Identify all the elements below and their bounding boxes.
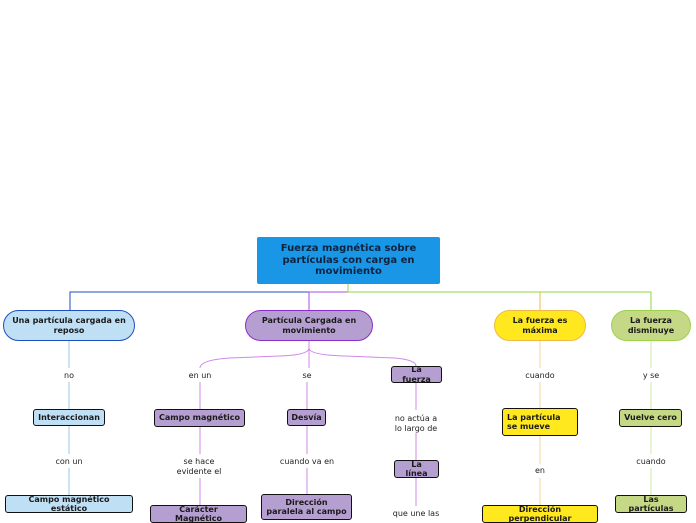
label-no: no: [64, 371, 74, 380]
link-root-movimiento: [308, 284, 349, 310]
label-que-une-las: que une las: [392, 509, 440, 518]
branch-movimiento[interactable]: Partícula Cargada en movimiento: [245, 310, 373, 341]
label-se-hace-evidente: se hace evidente el: [176, 457, 222, 476]
node-la-linea[interactable]: La línea: [394, 460, 439, 478]
root-topic[interactable]: Fuerza magnética sobre partículas con ca…: [257, 237, 440, 284]
label-cuando-maxima: cuando: [525, 371, 555, 380]
label-con-un: con un: [55, 457, 83, 466]
node-campo-magnetico[interactable]: Campo magnético: [154, 409, 245, 427]
node-direccion-paralela[interactable]: Dirección paralela al campo: [261, 494, 352, 520]
node-direccion-perpendicular[interactable]: Dirección perpendicular: [482, 505, 598, 523]
link-root-disminuye: [347, 284, 652, 310]
node-vuelve-cero[interactable]: Vuelve cero: [619, 409, 682, 427]
branch-disminuye[interactable]: La fuerza disminuye: [611, 310, 691, 341]
link-mov-enun: [199, 341, 310, 369]
node-la-fuerza[interactable]: La fuerza: [391, 365, 442, 384]
label-se: se: [302, 371, 312, 380]
node-interaccionan[interactable]: Interaccionan: [33, 409, 105, 426]
node-campo-magnetico-estatico[interactable]: Campo magnético estático: [5, 495, 133, 513]
label-cuando-va-en: cuando va en: [279, 457, 335, 466]
label-en-un: en un: [188, 371, 212, 380]
label-y-se: y se: [642, 371, 660, 380]
link-mov-fuerza: [308, 341, 417, 367]
link-root-reposo: [69, 284, 349, 310]
node-desvia[interactable]: Desvía: [287, 409, 326, 426]
branch-reposo[interactable]: Una partícula cargada en reposo: [3, 310, 135, 341]
label-cuando-disminuye: cuando: [636, 457, 666, 466]
label-en: en: [535, 466, 545, 475]
link-root-maxima: [347, 284, 541, 310]
branch-maxima[interactable]: La fuerza es máxima: [494, 310, 586, 341]
node-caracter-magnetico[interactable]: Carácter Magnético: [150, 505, 247, 523]
node-particula-se-mueve[interactable]: La partícula se mueve: [502, 408, 578, 436]
node-las-particulas[interactable]: Las partículas: [615, 495, 687, 513]
label-no-actua: no actúa a lo largo de: [394, 414, 438, 433]
